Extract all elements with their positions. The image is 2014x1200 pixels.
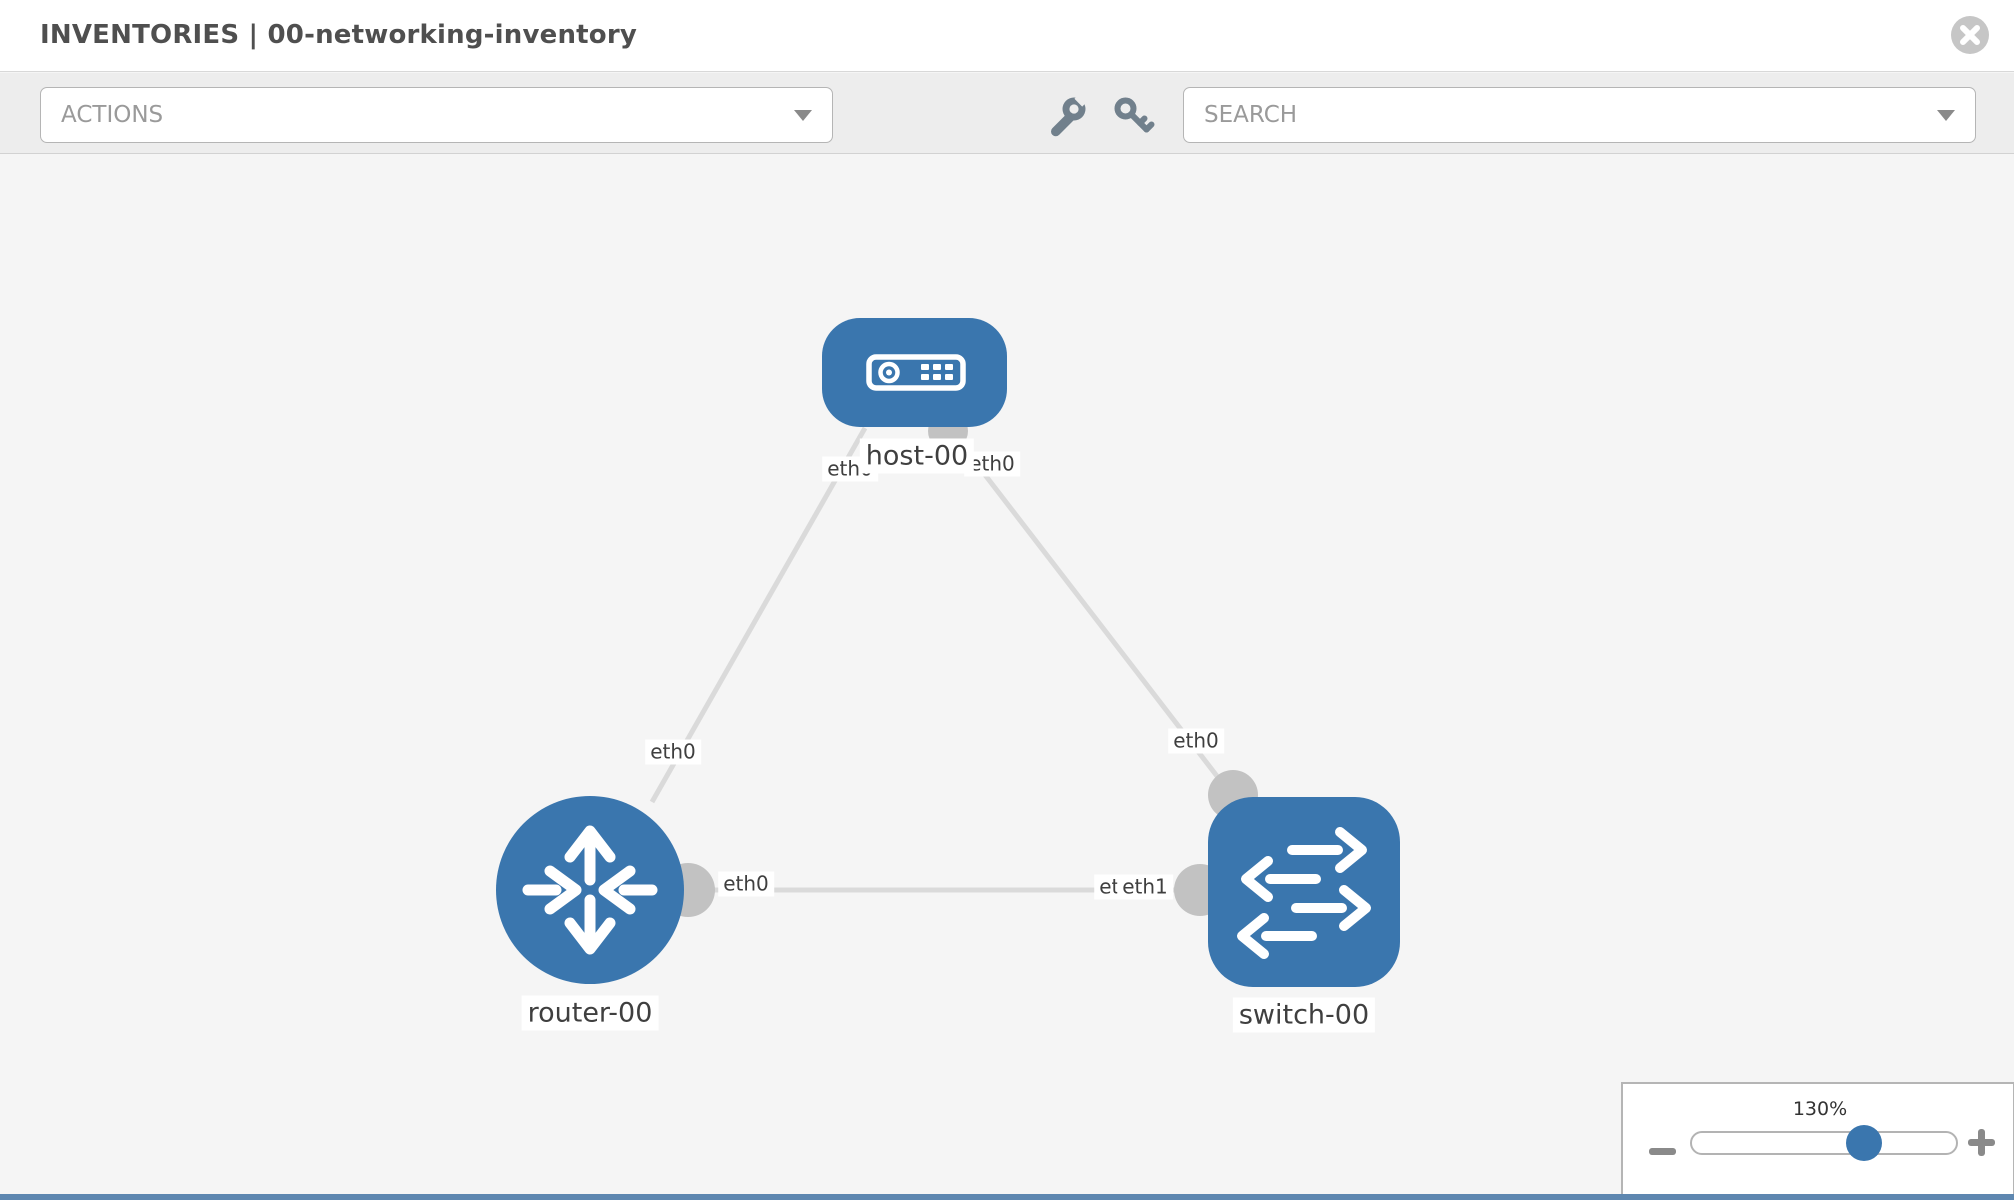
search-dropdown[interactable]: SEARCH bbox=[1183, 87, 1976, 143]
zoom-percentage: 130% bbox=[1792, 1098, 1848, 1120]
configure-tools-button[interactable] bbox=[1044, 92, 1089, 139]
page-header: INVENTORIES | 00-networking-inventory bbox=[0, 0, 2014, 72]
iface-label: eth0 bbox=[1168, 728, 1224, 754]
node-label-host: host-00 bbox=[859, 438, 975, 474]
page-title: INVENTORIES | 00-networking-inventory bbox=[40, 20, 638, 50]
footer-edge bbox=[0, 1194, 2014, 1200]
zoom-out-button[interactable] bbox=[1642, 1123, 1682, 1163]
zoom-in-button[interactable] bbox=[1962, 1123, 2002, 1163]
server-icon bbox=[866, 354, 966, 391]
actions-dropdown[interactable]: ACTIONS bbox=[40, 87, 833, 143]
switch-icon bbox=[1237, 827, 1371, 959]
topology-canvas[interactable] bbox=[0, 154, 2014, 1200]
node-host[interactable] bbox=[822, 318, 1007, 427]
iface-label: eth0 bbox=[645, 739, 701, 765]
node-switch[interactable] bbox=[1208, 797, 1400, 987]
credentials-button[interactable] bbox=[1111, 95, 1155, 139]
caret-down-icon bbox=[794, 109, 812, 121]
router-icon bbox=[522, 825, 658, 955]
toolbar: ACTIONS bbox=[0, 73, 2014, 154]
interface-ports bbox=[661, 411, 1258, 917]
close-button[interactable] bbox=[1950, 15, 1990, 55]
iface-label: eth0 bbox=[718, 871, 774, 897]
zoom-slider-track[interactable] bbox=[1690, 1131, 1958, 1155]
wrench-icon bbox=[1051, 92, 1089, 137]
plus-icon bbox=[1962, 1123, 2002, 1163]
node-label-router: router-00 bbox=[521, 995, 659, 1031]
caret-down-icon bbox=[1937, 109, 1955, 121]
link-lines bbox=[649, 426, 1232, 893]
iface-label: eth1 bbox=[1117, 874, 1173, 900]
minus-icon bbox=[1648, 1147, 1676, 1155]
zoom-slider-knob[interactable] bbox=[1846, 1125, 1882, 1161]
node-label-switch: switch-00 bbox=[1232, 997, 1376, 1033]
actions-dropdown-label: ACTIONS bbox=[61, 102, 164, 128]
close-icon bbox=[1951, 16, 1989, 54]
node-router[interactable] bbox=[496, 796, 684, 984]
key-icon bbox=[1114, 97, 1155, 133]
search-placeholder: SEARCH bbox=[1204, 102, 1298, 128]
